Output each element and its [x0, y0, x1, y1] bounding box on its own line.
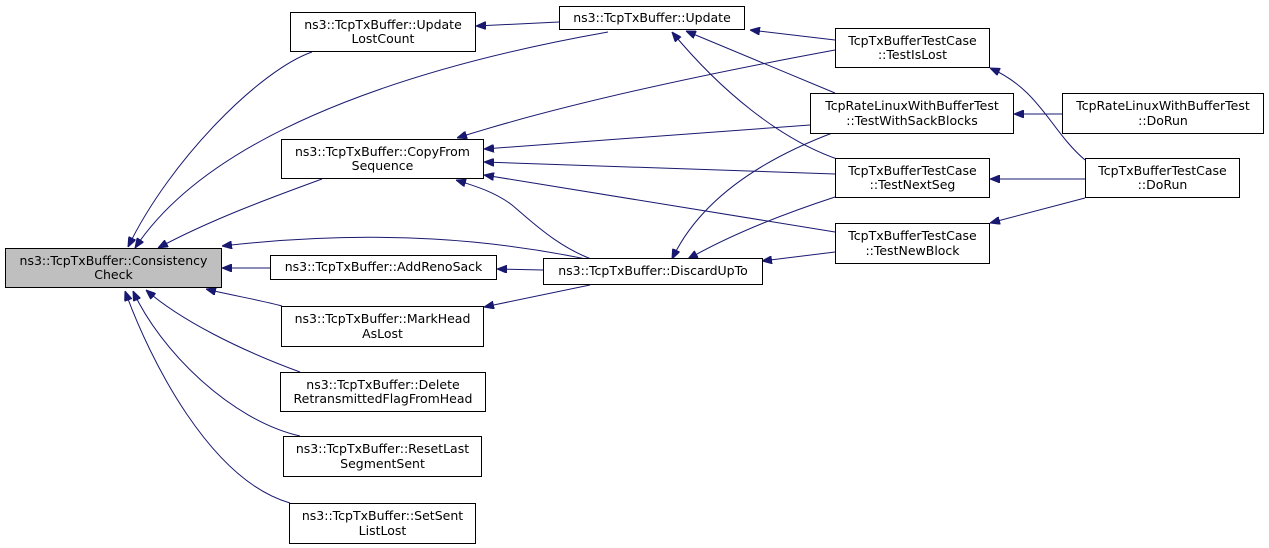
node-line: AsLost [362, 325, 403, 341]
node-line: ::TestWithSackBlocks [846, 112, 978, 128]
node-line: ::DoRun [1138, 112, 1188, 128]
edge-update-to-consistencycheck [135, 31, 609, 248]
node-line: ::TestNextSeg [869, 177, 956, 192]
node-test-new-block[interactable]: TcpTxBufferTestCase ::TestNewBlock [835, 223, 990, 264]
node-line: TcpRateLinuxWithBufferTest [825, 98, 999, 113]
node-test-is-lost[interactable]: TcpTxBufferTestCase ::TestIsLost [835, 28, 990, 68]
node-line: ns3::TcpTxBuffer::Delete [306, 376, 460, 392]
node-line: LostCount [351, 31, 415, 46]
node-mark-head-as-lost[interactable]: ns3::TcpTxBuffer::MarkHead AsLost [281, 306, 484, 347]
node-line: TcpTxBufferTestCase [1098, 162, 1227, 178]
edge-discardupto-to-copyfrom [456, 180, 601, 263]
node-line: ns3::TcpTxBuffer::SetSent [301, 508, 464, 523]
node-consistency-check[interactable]: ns3::TcpTxBuffer::Consistency Check [5, 248, 222, 288]
node-line: TcpTxBufferTestCase [848, 162, 977, 178]
node-delete-retransmitted-flag[interactable]: ns3::TcpTxBuffer::Delete RetransmittedFl… [280, 372, 486, 412]
node-line: Sequence [351, 158, 414, 173]
node-set-sent-list-lost[interactable]: ns3::TcpTxBuffer::SetSent ListLost [289, 503, 476, 544]
edge-discardupto-to-consistencycheck [222, 236, 601, 263]
node-line: ns3::TcpTxBuffer::DiscardUpTo [558, 263, 748, 279]
edge-testislost-to-update [750, 30, 836, 41]
node-line: RetransmittedFlagFromHead [293, 391, 473, 406]
edge-setsent-to-consistencycheck [125, 291, 291, 504]
edge-deleteflag-to-consistencycheck [146, 290, 301, 373]
edge-testnextseg-to-discardupto [688, 196, 836, 259]
node-test-with-sack-blocks[interactable]: TcpRateLinuxWithBufferTest ::TestWithSac… [810, 93, 1014, 134]
node-line: ns3::TcpTxBuffer::ResetLast [295, 441, 470, 456]
edge-tdr-to-testislost [990, 68, 1086, 161]
edge-resetlast-to-consistencycheck [133, 291, 301, 437]
node-line: Check [94, 267, 133, 282]
node-line: ns3::TcpTxBuffer::Update [573, 9, 731, 25]
node-test-next-seg[interactable]: TcpTxBufferTestCase ::TestNextSeg [835, 158, 990, 198]
node-line: ns3::TcpTxBuffer::CopyFrom [295, 143, 470, 159]
node-line: SegmentSent [340, 455, 425, 471]
node-line: ListLost [358, 522, 407, 538]
node-line: TcpTxBufferTestCase [848, 228, 977, 243]
edge-copyfrom-to-consistencycheck [158, 178, 323, 248]
node-update-lost-count[interactable]: ns3::TcpTxBuffer::Update LostCount [290, 12, 476, 52]
node-reset-last-segment-sent[interactable]: ns3::TcpTxBuffer::ResetLast SegmentSent [283, 436, 482, 477]
node-line: ::TestNewBlock [865, 242, 960, 258]
edge-update-to-updatelostcount [476, 21, 560, 26]
edge-tdr-to-testnewblock [990, 197, 1086, 223]
edge-discardupto-to-addrenosack [497, 269, 544, 270]
node-line: ns3::TcpTxBuffer::AddRenoSack [284, 259, 483, 275]
edge-testwithsack-to-update [686, 31, 836, 94]
node-line: ::DoRun [1137, 177, 1188, 192]
node-line: TcpTxBufferTestCase [848, 32, 977, 48]
edge-testwithsack-to-copyfrom [484, 124, 811, 149]
node-tx-buffer-do-run[interactable]: TcpTxBufferTestCase ::DoRun [1085, 158, 1240, 198]
edge-testwithsack-to-discardupto [672, 131, 836, 259]
edge-testnextseg-to-update [672, 32, 841, 161]
node-line: ns3::TcpTxBuffer::Consistency [19, 252, 208, 268]
node-add-reno-sack[interactable]: ns3::TcpTxBuffer::AddRenoSack [270, 255, 497, 280]
node-line: ns3::TcpTxBuffer::MarkHead [294, 311, 471, 326]
edge-markhead-to-consistencycheck [206, 289, 283, 307]
edge-testnewblock-to-copyfrom [484, 175, 836, 233]
node-copy-from-sequence[interactable]: ns3::TcpTxBuffer::CopyFrom Sequence [281, 139, 484, 179]
edge-updatelostcount-to-consistencycheck [128, 51, 313, 247]
node-line: ::TestIsLost [877, 47, 948, 62]
node-update[interactable]: ns3::TcpTxBuffer::Update [559, 6, 745, 30]
node-discard-up-to[interactable]: ns3::TcpTxBuffer::DiscardUpTo [543, 258, 763, 285]
edge-testnewblock-to-discardupto [762, 251, 836, 261]
node-line: ns3::TcpTxBuffer::Update [304, 16, 462, 32]
node-rate-linux-do-run[interactable]: TcpRateLinuxWithBufferTest ::DoRun [1062, 93, 1264, 134]
edge-testislost-to-copyfrom [457, 49, 836, 138]
edge-discardupto-to-markhead [484, 284, 591, 307]
edge-testnextseg-to-copyfrom [484, 162, 836, 175]
node-line: TcpRateLinuxWithBufferTest [1076, 98, 1250, 113]
